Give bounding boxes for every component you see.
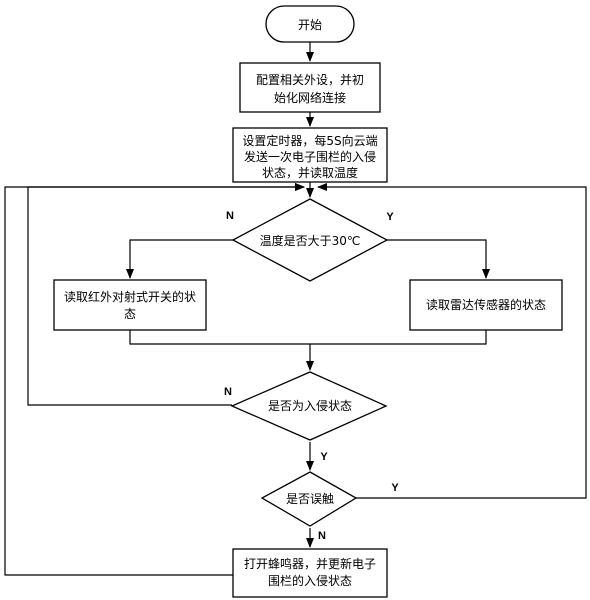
node-alarm: 打开蜂鸣器，并更新电子 围栏的入侵状态 (232, 548, 388, 598)
timer-label-line1: 设置定时器，每5S向云端 (242, 133, 377, 148)
edge-merge (129, 330, 487, 345)
intrusion-no-label: N (224, 386, 232, 398)
false-no-label: N (318, 530, 326, 542)
false-trigger-label: 是否误触 (286, 492, 334, 506)
edge-temp-no (126, 239, 233, 279)
read-infrared-label-line2: 态 (124, 307, 136, 321)
edge-false-yes-loop (317, 183, 587, 499)
temp-yes-label: Y (386, 211, 394, 223)
node-init: 配置相关外设，并初 始化网络连接 (239, 62, 381, 113)
read-infrared-label-line1: 读取红外对射式开关的状 (64, 289, 196, 304)
intrusion-yes-label: Y (320, 451, 328, 463)
node-read-radar: 读取雷达传感器的状态 (409, 279, 563, 331)
temp-no-label: N (226, 210, 234, 222)
intrusion-check-label: 是否为入侵状态 (268, 398, 352, 413)
edges (4, 42, 587, 576)
start-label: 开始 (298, 18, 322, 32)
node-false-trigger-check: 是否误触 (260, 471, 358, 527)
timer-label-line3: 状态，并读取温度 (262, 165, 358, 180)
node-start: 开始 (265, 5, 355, 43)
init-label-line2: 始化网络连接 (274, 90, 346, 105)
read-radar-label: 读取雷达传感器的状态 (426, 297, 546, 312)
node-read-infrared: 读取红外对射式开关的状 态 (53, 279, 207, 331)
edge-temp-yes (387, 239, 490, 279)
timer-label-line2: 发送一次电子围栏的入侵 (244, 149, 376, 164)
node-intrusion-check: 是否为入侵状态 (230, 371, 388, 441)
false-yes-label: Y (391, 482, 399, 494)
init-label-line1: 配置相关外设，并初 (256, 73, 364, 87)
alarm-label-line2: 围栏的入侵状态 (268, 573, 352, 588)
node-temp-check: 温度是否大于30℃ (231, 198, 389, 282)
temp-check-label: 温度是否大于30℃ (260, 233, 361, 248)
node-timer: 设置定时器，每5S向云端 发送一次电子围栏的入侵 状态，并读取温度 (232, 127, 388, 183)
edge-alarm-loop (4, 183, 305, 576)
alarm-label-line1: 打开蜂鸣器，并更新电子 (244, 556, 376, 571)
